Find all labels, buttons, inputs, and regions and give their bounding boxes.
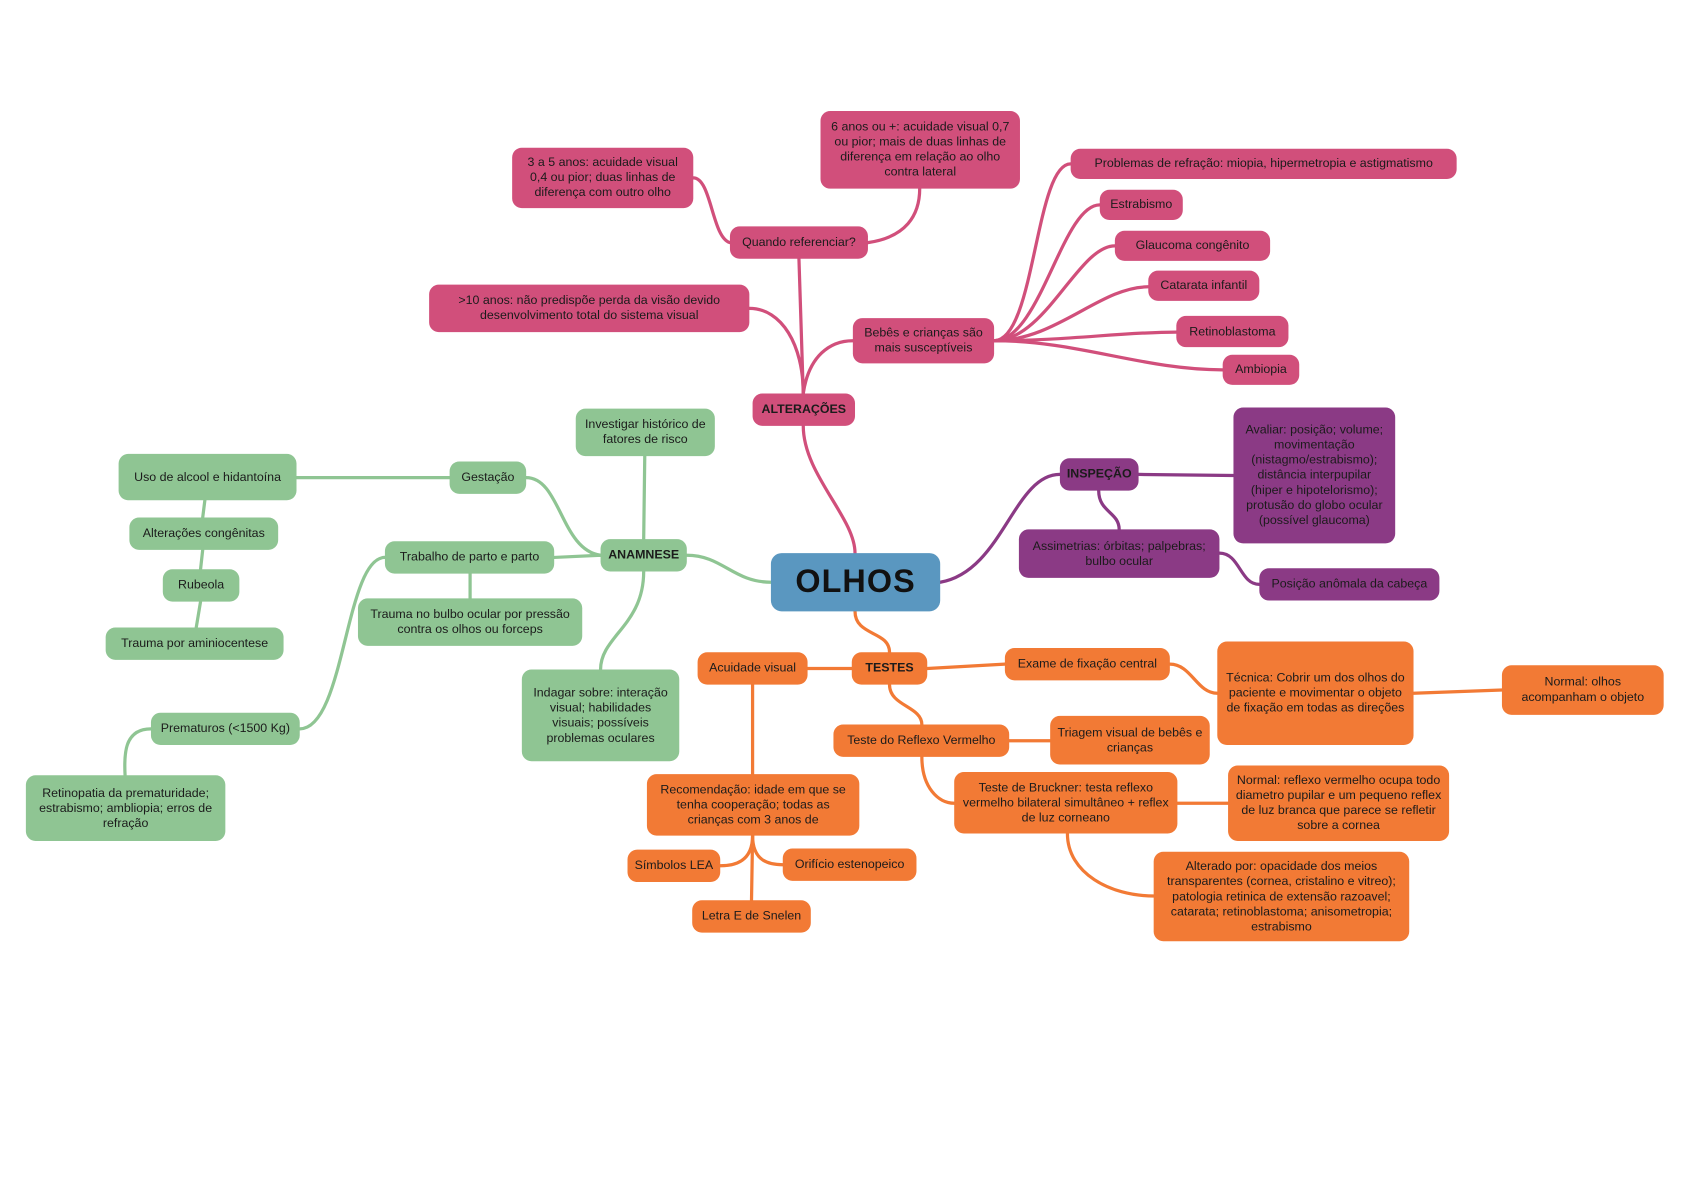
edge-bebes-3 [992,244,1117,343]
node-bruckner[interactable]: Teste de Bruckner: testa reflexo vermelh… [954,771,1178,834]
node-refracao[interactable]: Problemas de refração: miopia, hipermetr… [1070,148,1457,179]
edge-alteracoes-dez [747,306,805,396]
node-testes[interactable]: TESTES [851,652,928,685]
edge-root-anamnese [685,553,773,584]
edge-uso-congenitas [201,498,207,520]
edge-bebes-4 [992,285,1150,343]
node-investigar[interactable]: Investigar histórico de fatores de risco [575,408,715,457]
node-prematuros[interactable]: Prematuros (<1500 Kg) [150,712,300,746]
node-acuidade-visual[interactable]: Acuidade visual [697,652,808,685]
node-retinopatia[interactable]: Retinopatia da prematuridade; estrabismo… [25,775,226,841]
edge-tecnica-normal [1411,688,1504,695]
node-glaucoma[interactable]: Glaucoma congênito [1114,230,1271,261]
node-rubeola[interactable]: Rubeola [162,569,240,602]
edge-rec-simbolos [718,833,755,868]
node-trabalho-parto[interactable]: Trabalho de parto e parto [384,541,555,574]
node-normal-reflexo[interactable]: Normal: reflexo vermelho ocupa todo diam… [1228,765,1450,841]
node-uso-alcool[interactable]: Uso de alcool e hidantoína [118,453,297,501]
edge-testes-reflexo [887,683,924,727]
node-6-anos[interactable]: 6 anos ou +: acuidade visual 0,7 ou pior… [820,111,1020,189]
edge-quando-3a5 [691,176,732,245]
edge-inspecao-avaliar [1136,472,1236,478]
edge-anamnese-trabalho [552,553,603,560]
node-indagar[interactable]: Indagar sobre: interação visual; habilid… [521,669,680,762]
node-posicao-anomala[interactable]: Posição anômala da cabeça [1259,568,1440,601]
edge-alteracoes-bebes [801,339,855,396]
edge-congenitas-rubeola [198,548,205,571]
node-alteracoes-congenitas[interactable]: Alterações congênitas [129,517,279,550]
edge-trabalho-prematuros [298,555,387,731]
node-bebes[interactable]: Bebês e crianças são mais susceptíveis [852,318,995,364]
edge-anamnese-investigar [642,454,647,541]
edge-rec-letra [749,833,755,902]
node-letra-e[interactable]: Letra E de Snelen [692,900,811,933]
edge-rubeola-aminio [194,600,203,630]
node-normal-olhos[interactable]: Normal: olhos acompanham o objeto [1501,665,1664,715]
edge-testes-fixacao [925,662,1007,671]
edge-inspecao-assimetrias [1097,488,1121,532]
node-tecnica[interactable]: Técnica: Cobrir um dos olhos do paciente… [1217,641,1414,746]
edge-anamnese-indagar [598,569,646,672]
edge-bruckner-alterado [1065,831,1156,898]
edge-assimetrias-posicao [1217,551,1261,587]
node-catarata[interactable]: Catarata infantil [1148,270,1260,301]
node-assimetrias[interactable]: Assimetrias: órbitas; palpebras; bulbo o… [1018,529,1220,578]
node-gestacao[interactable]: Gestação [449,461,527,494]
root-node[interactable]: OLHOS [770,553,941,612]
node-alterado-por[interactable]: Alterado por: opacidade dos meios transp… [1153,851,1410,942]
edge-root-testes [853,609,892,654]
node-retinoblastoma[interactable]: Retinoblastoma [1176,315,1289,348]
node-3-a-5-anos[interactable]: 3 a 5 anos: acuidade visual 0,4 ou pior;… [512,147,694,209]
node-reflexo-vermelho[interactable]: Teste do Reflexo Vermelho [833,724,1010,757]
node-orificio[interactable]: Orifício estenopeico [782,848,917,881]
edge-bebes-2 [992,203,1102,343]
edge-root-alteracoes [801,424,857,555]
node-estrabismo[interactable]: Estrabismo [1099,189,1183,220]
node-trauma-bulbo[interactable]: Trauma no bulbo ocular por pressão contr… [357,598,583,646]
edge-reflexo-bruckner [920,755,956,805]
edge-bebes-6 [992,339,1225,372]
node-quando-referenciar[interactable]: Quando referenciar? [729,226,868,259]
node-aminiocentese[interactable]: Trauma por aminiocentese [105,627,284,660]
edge-rec-orificio [750,833,785,867]
edge-root-inspecao [938,472,1062,584]
node-inspecao[interactable]: INSPEÇÃO [1059,458,1139,491]
edge-bebes-1 [992,162,1073,343]
node-ambiopia[interactable]: Ambiopia [1222,354,1300,385]
node-fixacao-central[interactable]: Exame de fixação central [1004,647,1170,681]
node-anamnese[interactable]: ANAMNESE [600,539,687,572]
node-triagem[interactable]: Triagem visual de bebês e crianças [1050,715,1210,765]
node-recomendacao[interactable]: Recomendação: idade em que se tenha coop… [646,774,860,836]
edge-anamnese-gestacao [524,476,603,557]
node-avaliar[interactable]: Avaliar: posição; volume; movimentação (… [1233,407,1396,544]
edge-prematuros-retinopatia [123,727,153,777]
edge-fixacao-tecnica [1168,662,1219,695]
node-simbolos-lea[interactable]: Símbolos LEA [627,849,721,882]
node-10-anos[interactable]: >10 anos: não predispõe perda da visão d… [429,284,750,333]
node-alteracoes[interactable]: ALTERAÇÕES [752,393,856,426]
edge-quando-6 [866,187,922,245]
